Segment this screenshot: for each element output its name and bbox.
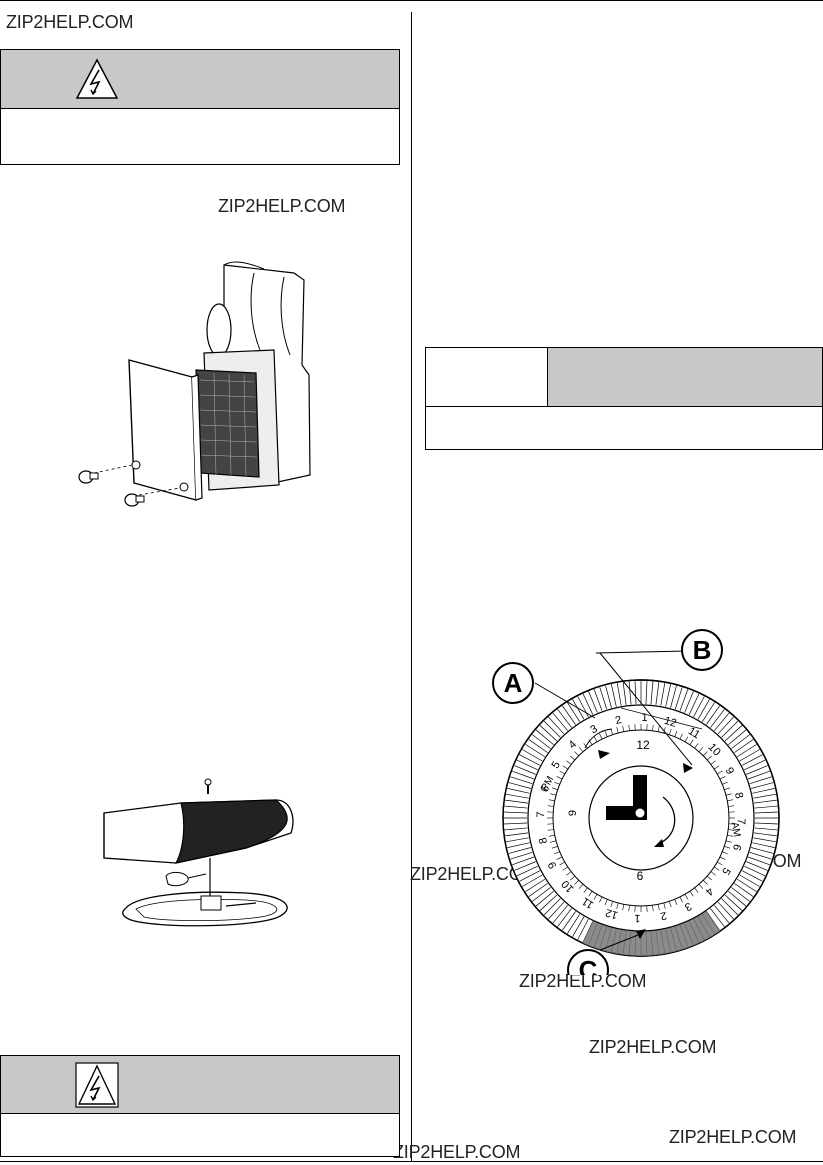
svg-text:12: 12 (663, 715, 678, 730)
svg-text:11: 11 (686, 725, 702, 741)
svg-text:6: 6 (637, 869, 644, 883)
watermark: ZIP2HELP.COM (393, 1142, 521, 1162)
svg-text:1: 1 (641, 712, 648, 724)
callout-a: A (504, 668, 523, 698)
svg-text:5: 5 (549, 759, 562, 771)
watermark: ZIP2HELP.COM (519, 971, 647, 991)
column-divider (411, 12, 412, 1161)
top-rule (0, 0, 823, 1)
electrical-hazard-icon (75, 1062, 119, 1108)
svg-text:7: 7 (735, 818, 747, 825)
svg-text:9: 9 (723, 766, 736, 777)
svg-text:12: 12 (604, 906, 619, 921)
svg-text:11: 11 (580, 895, 596, 911)
svg-text:6: 6 (730, 843, 743, 852)
svg-text:8: 8 (537, 836, 550, 845)
warning-header-band (1, 1056, 399, 1114)
svg-text:9: 9 (567, 810, 579, 816)
callout-c: C (579, 955, 598, 975)
watermark: ZIP2HELP.COM (6, 12, 134, 32)
am-label: AM (729, 821, 742, 838)
callout-b: B (693, 635, 712, 665)
svg-text:5: 5 (719, 865, 732, 877)
burner-assembly-illustration (103, 778, 294, 927)
svg-text:1: 1 (634, 912, 641, 924)
svg-text:9: 9 (546, 859, 559, 870)
electrical-hazard-icon (75, 58, 119, 99)
dial-inner-ticks (547, 724, 735, 912)
svg-text:7: 7 (535, 811, 547, 818)
filter-panel-illustration (78, 261, 311, 507)
watermark: ZIP2HELP.COM (669, 1127, 797, 1147)
warning-box-bottom (0, 1055, 400, 1157)
watermark: ZIP2HELP.COM (589, 1037, 717, 1057)
warning-header-band (1, 50, 399, 109)
svg-text:8: 8 (732, 791, 745, 800)
bottom-rule (0, 1161, 823, 1162)
svg-text:2: 2 (659, 909, 668, 922)
svg-text:3: 3 (682, 900, 693, 913)
watermark: ZIP2HELP.COM (218, 196, 346, 216)
caution-box (425, 347, 823, 450)
svg-text:6: 6 (539, 784, 552, 793)
warning-box (0, 49, 400, 165)
svg-text:2: 2 (614, 714, 623, 727)
caution-header-band (548, 348, 822, 407)
svg-text:3: 3 (589, 723, 600, 736)
watermark: ZIP2HELP.COM (410, 864, 538, 884)
dial-center-label: 12 (636, 738, 650, 752)
caution-label-cell (426, 348, 548, 407)
